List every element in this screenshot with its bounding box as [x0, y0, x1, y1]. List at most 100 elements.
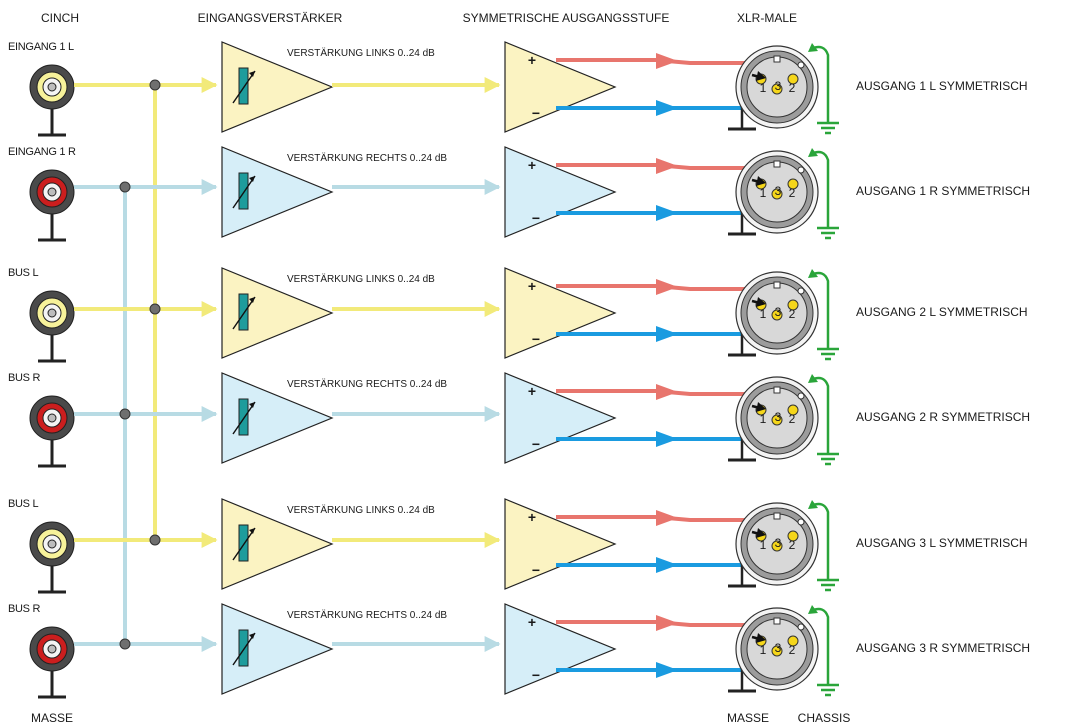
plus-sign: + [528, 509, 536, 525]
cold-arrow-icon [656, 431, 678, 447]
junction-dot [119, 408, 131, 420]
xlr-pin-number: 2 [789, 643, 796, 657]
xlr-pin [771, 540, 783, 552]
hot-arrow-icon [656, 615, 678, 631]
input-amplifier [221, 498, 334, 590]
output-label: AUSGANG 1 R SYMMETRISCH [856, 184, 1030, 198]
minus-sign: − [532, 331, 540, 347]
xlr-pin-number: 3 [775, 536, 782, 550]
cinch-connector-icon [29, 64, 75, 110]
junction-dot [119, 638, 131, 650]
gain-label: VERSTÄRKUNG LINKS 0..24 dB [287, 47, 435, 59]
channel-row: EINGANG 1 L VERSTÄRKUNG LINKS 0..24 dB + − 1… [8, 41, 1028, 137]
cold-arrow-icon [656, 326, 678, 342]
xlr-pin-number: 3 [775, 641, 782, 655]
hot-arrow-icon [656, 53, 678, 69]
xlr-pin [787, 530, 799, 542]
plus-sign: + [528, 52, 536, 68]
xlr-pin [771, 188, 783, 200]
minus-sign: − [532, 105, 540, 121]
output-label: AUSGANG 2 L SYMMETRISCH [856, 305, 1028, 319]
gain-label: VERSTÄRKUNG RECHTS 0..24 dB [287, 609, 447, 621]
output-label: AUSGANG 1 L SYMMETRISCH [856, 79, 1028, 93]
plus-sign: + [528, 278, 536, 294]
xlr-pin-number: 2 [789, 538, 796, 552]
xlr-pin [787, 73, 799, 85]
minus-sign: − [532, 667, 540, 683]
output-label: AUSGANG 3 R SYMMETRISCH [856, 641, 1030, 655]
chassis-arrow-icon [808, 605, 818, 614]
xlr-pin [787, 299, 799, 311]
output-label: AUSGANG 2 R SYMMETRISCH [856, 410, 1030, 424]
chassis-ground-icon [817, 578, 839, 592]
input-amplifier [221, 146, 334, 238]
xlr-pin [771, 83, 783, 95]
footer-chassis: CHASSIS [798, 711, 851, 725]
input-amplifier [221, 372, 334, 464]
gain-label: VERSTÄRKUNG RECHTS 0..24 dB [287, 152, 447, 164]
hot-arrow-icon [656, 510, 678, 526]
xlr-pin-number: 3 [775, 410, 782, 424]
junction-dot [149, 79, 161, 91]
gain-label: VERSTÄRKUNG RECHTS 0..24 dB [287, 378, 447, 390]
input-label: EINGANG 1 R [8, 146, 76, 158]
footer-masse-right: MASSE [727, 711, 769, 725]
potentiometer-icon [232, 293, 256, 331]
potentiometer-icon [232, 172, 256, 210]
minus-sign: − [532, 562, 540, 578]
potentiometer-icon [232, 398, 256, 436]
cold-arrow-icon [656, 100, 678, 116]
output-label: AUSGANG 3 L SYMMETRISCH [856, 536, 1028, 550]
cinch-connector-icon [29, 169, 75, 215]
cinch-connector-icon [29, 521, 75, 567]
output-stage [504, 603, 617, 695]
minus-sign: − [532, 436, 540, 452]
cinch-connector-icon [29, 395, 75, 441]
potentiometer-icon [232, 524, 256, 562]
xlr-pin [787, 178, 799, 190]
chassis-ground-icon [817, 452, 839, 466]
header-cinch: CINCH [41, 11, 79, 25]
xlr-pin-number: 2 [789, 81, 796, 95]
hot-arrow-icon [656, 158, 678, 174]
xlr-pin-number: 3 [775, 184, 782, 198]
chassis-arrow-icon [808, 374, 818, 383]
junction-dot [119, 181, 131, 193]
output-stage [504, 146, 617, 238]
output-stage [504, 41, 617, 133]
header-output-stage: SYMMETRISCHE AUSGANGSSTUFE [463, 11, 670, 25]
xlr-pin [771, 645, 783, 657]
xlr-pin [787, 635, 799, 647]
input-label: EINGANG 1 L [8, 41, 74, 53]
input-label: BUS R [8, 372, 40, 384]
plus-sign: + [528, 157, 536, 173]
xlr-pin-number: 2 [789, 186, 796, 200]
xlr-pin-number: 2 [789, 307, 796, 321]
chassis-arrow-icon [808, 500, 818, 509]
xlr-pin [771, 309, 783, 321]
xlr-pin-number: 1 [760, 186, 767, 200]
input-label: BUS R [8, 603, 40, 615]
output-stage [504, 498, 617, 590]
xlr-pin-number: 3 [775, 305, 782, 319]
chassis-ground-icon [817, 347, 839, 361]
chassis-arrow-icon [808, 43, 818, 52]
header-input-amplifier: EINGANGSVERSTÄRKER [198, 11, 343, 25]
potentiometer-icon [232, 629, 256, 667]
input-label: BUS L [8, 498, 38, 510]
footer-masse-left: MASSE [31, 711, 73, 725]
xlr-pin [787, 404, 799, 416]
xlr-pin-number: 1 [760, 643, 767, 657]
xlr-pin [771, 414, 783, 426]
chassis-ground-icon [817, 683, 839, 697]
input-amplifier [221, 267, 334, 359]
